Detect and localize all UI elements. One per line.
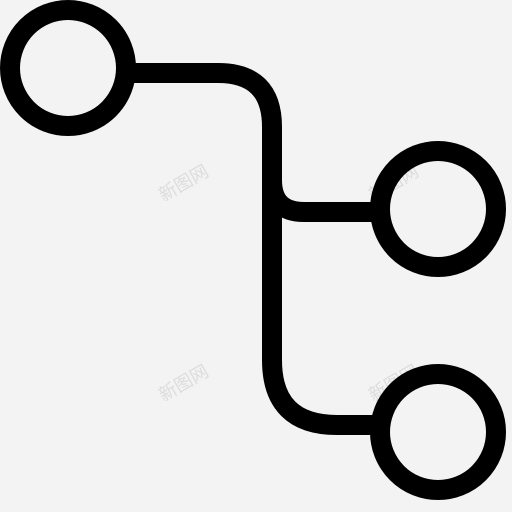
main-connector-line bbox=[116, 63, 388, 435]
watermark-text-3: 新图网 bbox=[155, 361, 212, 406]
child-node-2-circle bbox=[370, 364, 506, 500]
tree-lines bbox=[0, 0, 506, 500]
branch-connector-line bbox=[262, 170, 388, 222]
watermark-text-1: 新图网 bbox=[155, 161, 212, 206]
root-node-circle bbox=[0, 0, 136, 136]
child-node-1-circle bbox=[370, 141, 506, 277]
